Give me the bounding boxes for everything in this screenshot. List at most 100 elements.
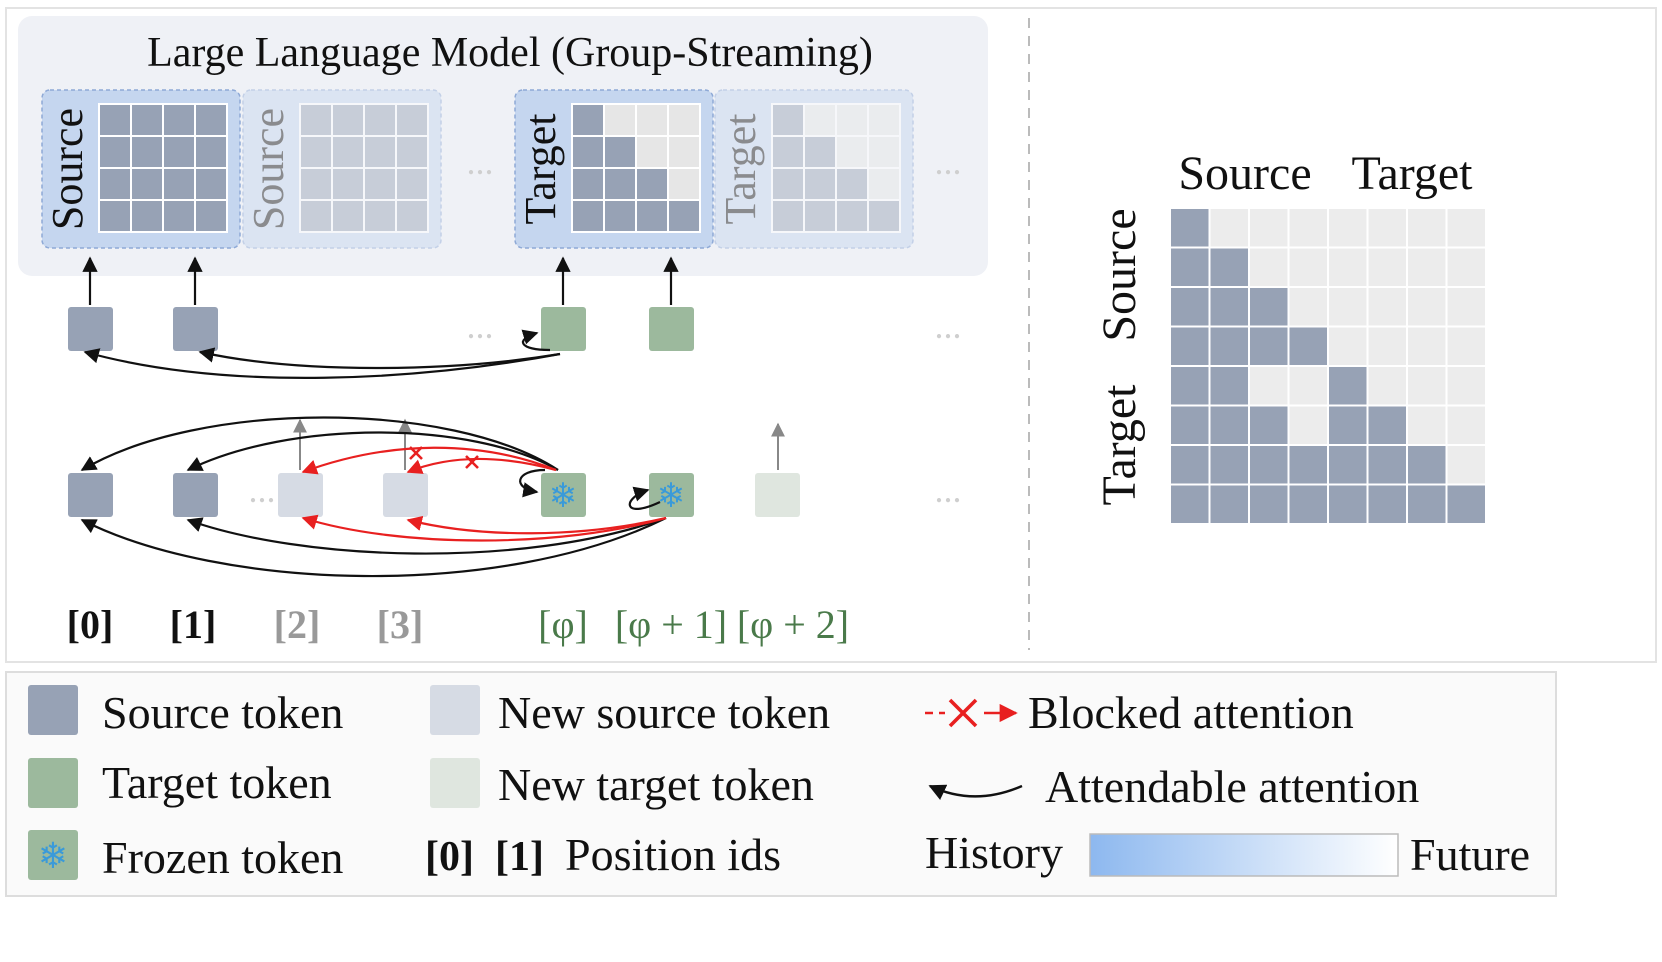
matrix-cell [1248,404,1290,446]
legend-swatch-new-target [430,758,480,808]
llm-grid-cell [130,135,164,169]
position-id-3: [3] [377,602,424,647]
llm-title: Large Language Model (Group-Streaming) [147,30,873,76]
matrix-cell [1445,444,1487,486]
matrix-cell [1327,365,1369,407]
matrix-cell [1366,325,1408,367]
row2-attendable-arcs [80,416,667,578]
legend-position-example-0: [0] [425,834,474,880]
matrix-cell [1248,207,1290,249]
matrix-cell [1366,286,1408,328]
row2-ellipsis: ... [249,470,276,510]
row2-blocked-arcs [301,446,667,542]
matrix-cell [1287,286,1329,328]
llm-grid-cell [771,103,805,137]
matrix-cell [1248,246,1290,288]
position-id-2: [2] [274,602,321,647]
llm-grid-cell [299,167,333,201]
matrix-cell [1169,483,1211,525]
llm-grid-cell [299,199,333,233]
llm-grid-cell [771,167,805,201]
row2-frozen-token-0 [541,473,586,517]
llm-box [18,16,988,276]
legend-target-token: Target token [102,757,332,808]
matrix-cell [1327,207,1369,249]
llm-block-0: Source [41,89,241,249]
matrix-cell [1327,483,1369,525]
matrix-col-label-source: Source [1178,147,1311,200]
legend-new-source-token: New source token [498,687,830,738]
llm-grid-cell [363,103,397,137]
llm-grid-cell [603,199,637,233]
matrix-cell [1287,365,1329,407]
llm-grid-cell [867,167,901,201]
llm-grid-cell [603,167,637,201]
legend-history: History [925,827,1063,878]
llm-ellipsis: ... [467,142,494,182]
snowflake-icon: ❄ [549,478,578,515]
llm-grid-cell [771,199,805,233]
row1-target-token-0 [541,307,586,351]
llm-block-2: Target [514,89,714,249]
matrix-cell [1327,404,1369,446]
matrix-cell [1169,365,1211,407]
llm-grid-cell [162,199,196,233]
legend-source-token: Source token [102,687,343,738]
llm-grid-cell [867,199,901,233]
llm-grid-cell [667,167,701,201]
matrix-row-label-source: Source [1093,208,1146,341]
llm-grid-cell [667,103,701,137]
legend-blocked-arrow-icon [925,698,1018,728]
matrix-cell [1366,404,1408,446]
matrix-cell [1406,444,1448,486]
matrix-cell [1208,325,1250,367]
llm-grid-cell [635,135,669,169]
matrix-cell [1169,207,1211,249]
matrix-cell [1406,483,1448,525]
llm-grid-cell [395,167,429,201]
matrix-cell [1406,246,1448,288]
matrix-cell [1248,483,1290,525]
llm-grid-cell [363,135,397,169]
matrix-cell [1208,286,1250,328]
llm-grid-cell [803,199,837,233]
llm-grid-cell [395,135,429,169]
llm-grid-cell [803,167,837,201]
llm-grid-cell [571,167,605,201]
matrix-cell [1406,286,1448,328]
row1-ellipsis: ... [467,306,494,346]
matrix-cell [1208,246,1250,288]
row2-source-token-1 [173,473,218,517]
llm-grid-cell [98,199,132,233]
llm-grid-cell [130,103,164,137]
llm-grid-cell [194,167,228,201]
legend-attendable-arrow-icon [928,784,1023,801]
matrix-cell [1287,483,1329,525]
llm-grid-cell [867,135,901,169]
llm-grid-cell [571,199,605,233]
position-ids: [0][1][2][3][φ][φ + 1][φ + 2] [67,602,849,647]
llm-grid-cell [835,199,869,233]
llm-grid-cell [162,103,196,137]
llm-grid-cell [98,103,132,137]
snowflake-icon: ❄ [38,836,68,876]
matrix-cell [1406,207,1448,249]
legend-history-future-gradient [1089,833,1399,877]
row2-ellipsis-right: ... [935,470,962,510]
matrix-cell [1287,444,1329,486]
legend-future: Future [1410,829,1530,880]
matrix-cell [1169,246,1211,288]
blocked-x-marks [409,446,479,469]
llm-grid-cell [363,199,397,233]
matrix-cell [1208,365,1250,407]
row2-new-source-token-2 [278,473,323,517]
legend-position-label: Position ids [565,829,781,880]
llm-grid-cell [803,135,837,169]
llm-grid-cell [299,135,333,169]
matrix-cell [1406,404,1448,446]
matrix-cell [1366,444,1408,486]
llm-grid-cell [162,167,196,201]
matrix-row-label-target: Target [1093,384,1146,506]
